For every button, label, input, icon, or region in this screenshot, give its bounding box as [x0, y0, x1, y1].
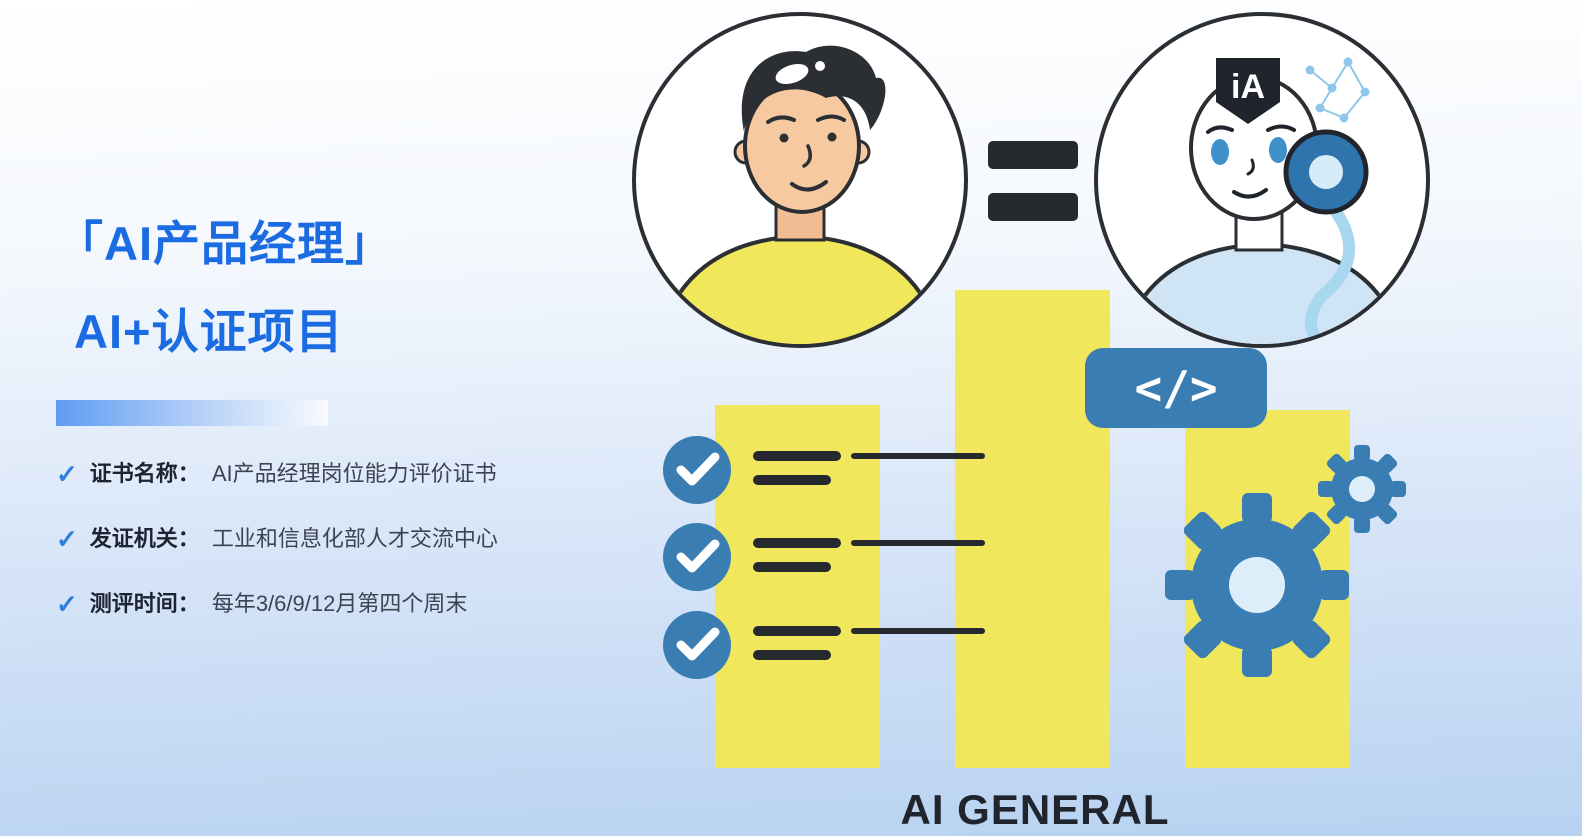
robot-wire [1305, 206, 1355, 344]
code-badge: </> [1085, 348, 1267, 428]
check-icon: ✓ [56, 524, 78, 554]
human-hair [741, 45, 886, 132]
robot-eyebrow-right [1266, 124, 1296, 132]
title-line-2: AI+认证项目 [74, 305, 344, 358]
title-line-1: 「AI产品经理」 [56, 217, 393, 270]
human-avatar [632, 12, 968, 348]
bullet-item-issuer: ✓ 发证机关： 工业和信息化部人才交流中心 [56, 521, 616, 554]
gear-small-icon [1318, 445, 1406, 533]
checklist [663, 436, 985, 679]
check-icon: ✓ [56, 589, 78, 619]
bullet-value: 工业和信息化部人才交流中心 [211, 526, 498, 551]
check-icon: ✓ [56, 459, 78, 489]
human-eye-right [827, 132, 837, 142]
human-smile [790, 180, 828, 192]
robot-avatar: iA [1094, 12, 1430, 348]
page-title: 「AI产品经理」 AI+认证项目 [56, 200, 616, 376]
human-eyebrow-right [816, 114, 846, 122]
robot-eyebrow-left [1206, 125, 1234, 134]
circuit-network-icon [1305, 57, 1370, 123]
checklist-item [663, 523, 985, 591]
bar-chart-bar-1 [715, 405, 880, 768]
gear-large-icon [1165, 493, 1349, 677]
checklist-item [663, 436, 985, 504]
robot-nose [1246, 158, 1255, 176]
bullet-item-exam-time: ✓ 测评时间： 每年3/6/9/12月第四个周末 [56, 586, 616, 619]
hair-highlight [775, 63, 809, 85]
bullet-value: 每年3/6/9/12月第四个周末 [211, 591, 468, 616]
illustration-caption: AI GENERAL [900, 786, 1169, 833]
bullet-list: ✓ 证书名称： AI产品经理岗位能力评价证书 ✓ 发证机关： 工业和信息化部人才… [56, 456, 616, 619]
bullet-value: AI产品经理岗位能力评价证书 [211, 461, 497, 486]
robot-smile [1232, 188, 1268, 199]
robot-eye-right [1269, 137, 1287, 163]
bullet-label: 发证机关： [89, 526, 200, 551]
robot-headphone-center [1309, 155, 1343, 189]
robot-badge-shape [1216, 58, 1280, 124]
code-icon-label: </> [1134, 361, 1217, 415]
robot-badge-label: iA [1231, 68, 1265, 106]
human-eyebrow-left [766, 115, 796, 124]
human-nose [802, 144, 812, 168]
checklist-item [663, 611, 985, 679]
info-panel: 「AI产品经理」 AI+认证项目 ✓ 证书名称： AI产品经理岗位能力评价证书 … [56, 200, 616, 651]
bar-chart-bar-2 [955, 290, 1110, 768]
human-eye-left [779, 133, 789, 143]
equals-icon [988, 141, 1078, 221]
bullet-label: 测评时间： [89, 591, 200, 616]
bullet-item-cert-name: ✓ 证书名称： AI产品经理岗位能力评价证书 [56, 456, 616, 489]
accent-gradient-bar [56, 400, 328, 426]
bullet-label: 证书名称： [89, 461, 200, 486]
illustration: iA [632, 12, 1430, 833]
hair-highlight-dot [815, 61, 825, 71]
robot-eye-left [1211, 139, 1229, 165]
